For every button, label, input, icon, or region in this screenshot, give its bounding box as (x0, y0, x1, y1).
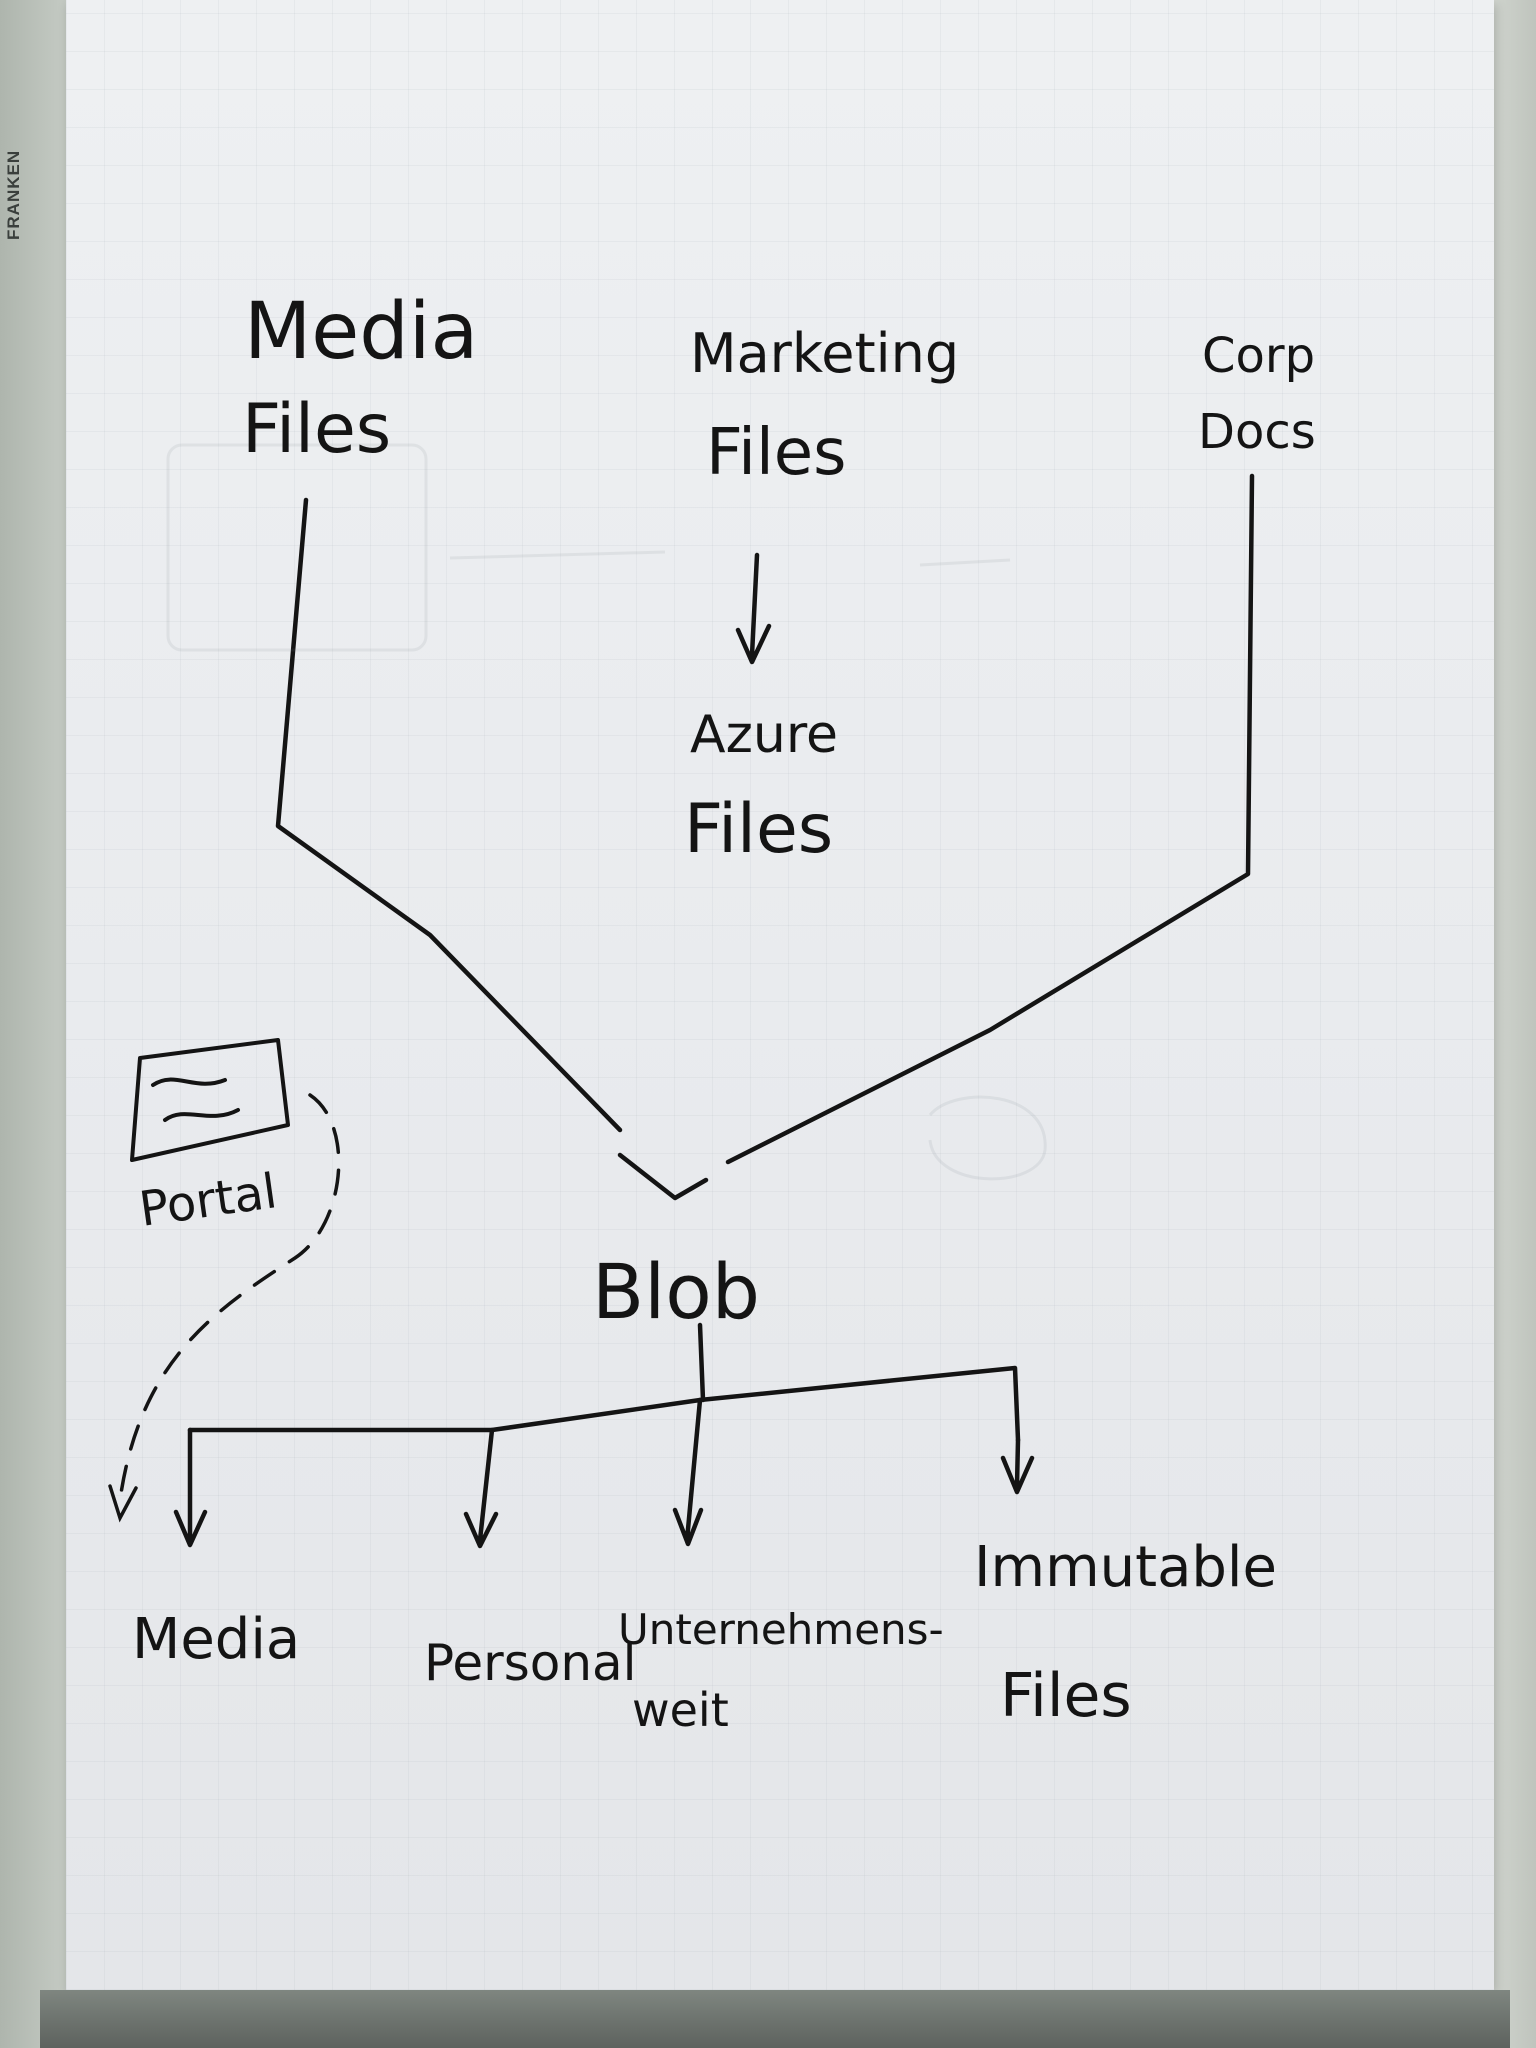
erased-traces (166, 443, 1047, 1181)
connector-corp-docs-to-blob (725, 473, 1255, 1165)
target-unternehmensweit-label-2: weit (632, 1683, 729, 1737)
source-corp-label-1: Corp (1202, 328, 1315, 384)
portal-icon (130, 1038, 290, 1162)
portal-label: Portal (136, 1163, 280, 1238)
portal-dashed-arrow (118, 1093, 341, 1502)
arrow-marketing-to-azure (735, 552, 772, 665)
arrow-to-media (173, 1427, 208, 1548)
target-unternehmensweit-label-1: Unternehmens- (618, 1605, 944, 1654)
source-marketing-label-2: Files (706, 416, 846, 490)
arrow-to-personal (463, 1427, 499, 1549)
portal-dashed-arrowhead (108, 1484, 138, 1523)
blob-branch-bar (187, 1365, 1021, 1443)
blob-merge-tip (617, 1152, 709, 1201)
target-immutable-label-2: Files (1000, 1661, 1132, 1731)
target-media-label: Media (132, 1607, 300, 1672)
source-corp-label-2: Docs (1198, 404, 1316, 460)
azure-files-label-1: Azure (690, 705, 838, 765)
source-media-label-2: Files (242, 390, 391, 469)
blob-trunk (697, 1322, 706, 1403)
arrow-to-unternehmensweit (672, 1397, 704, 1547)
arrow-to-immutable (1000, 1437, 1035, 1495)
flipchart-paper (66, 0, 1494, 1990)
azure-files-label-2: Files (684, 790, 833, 869)
source-media-label-1: Media (244, 287, 478, 377)
flipchart-rail (40, 1990, 1510, 2048)
blob-label: Blob (592, 1247, 760, 1336)
source-marketing-label-1: Marketing (690, 322, 959, 385)
target-personal-label: Personal (424, 1634, 637, 1692)
connector-media-files-to-blob (275, 497, 623, 1133)
target-immutable-label-1: Immutable (974, 1535, 1277, 1600)
